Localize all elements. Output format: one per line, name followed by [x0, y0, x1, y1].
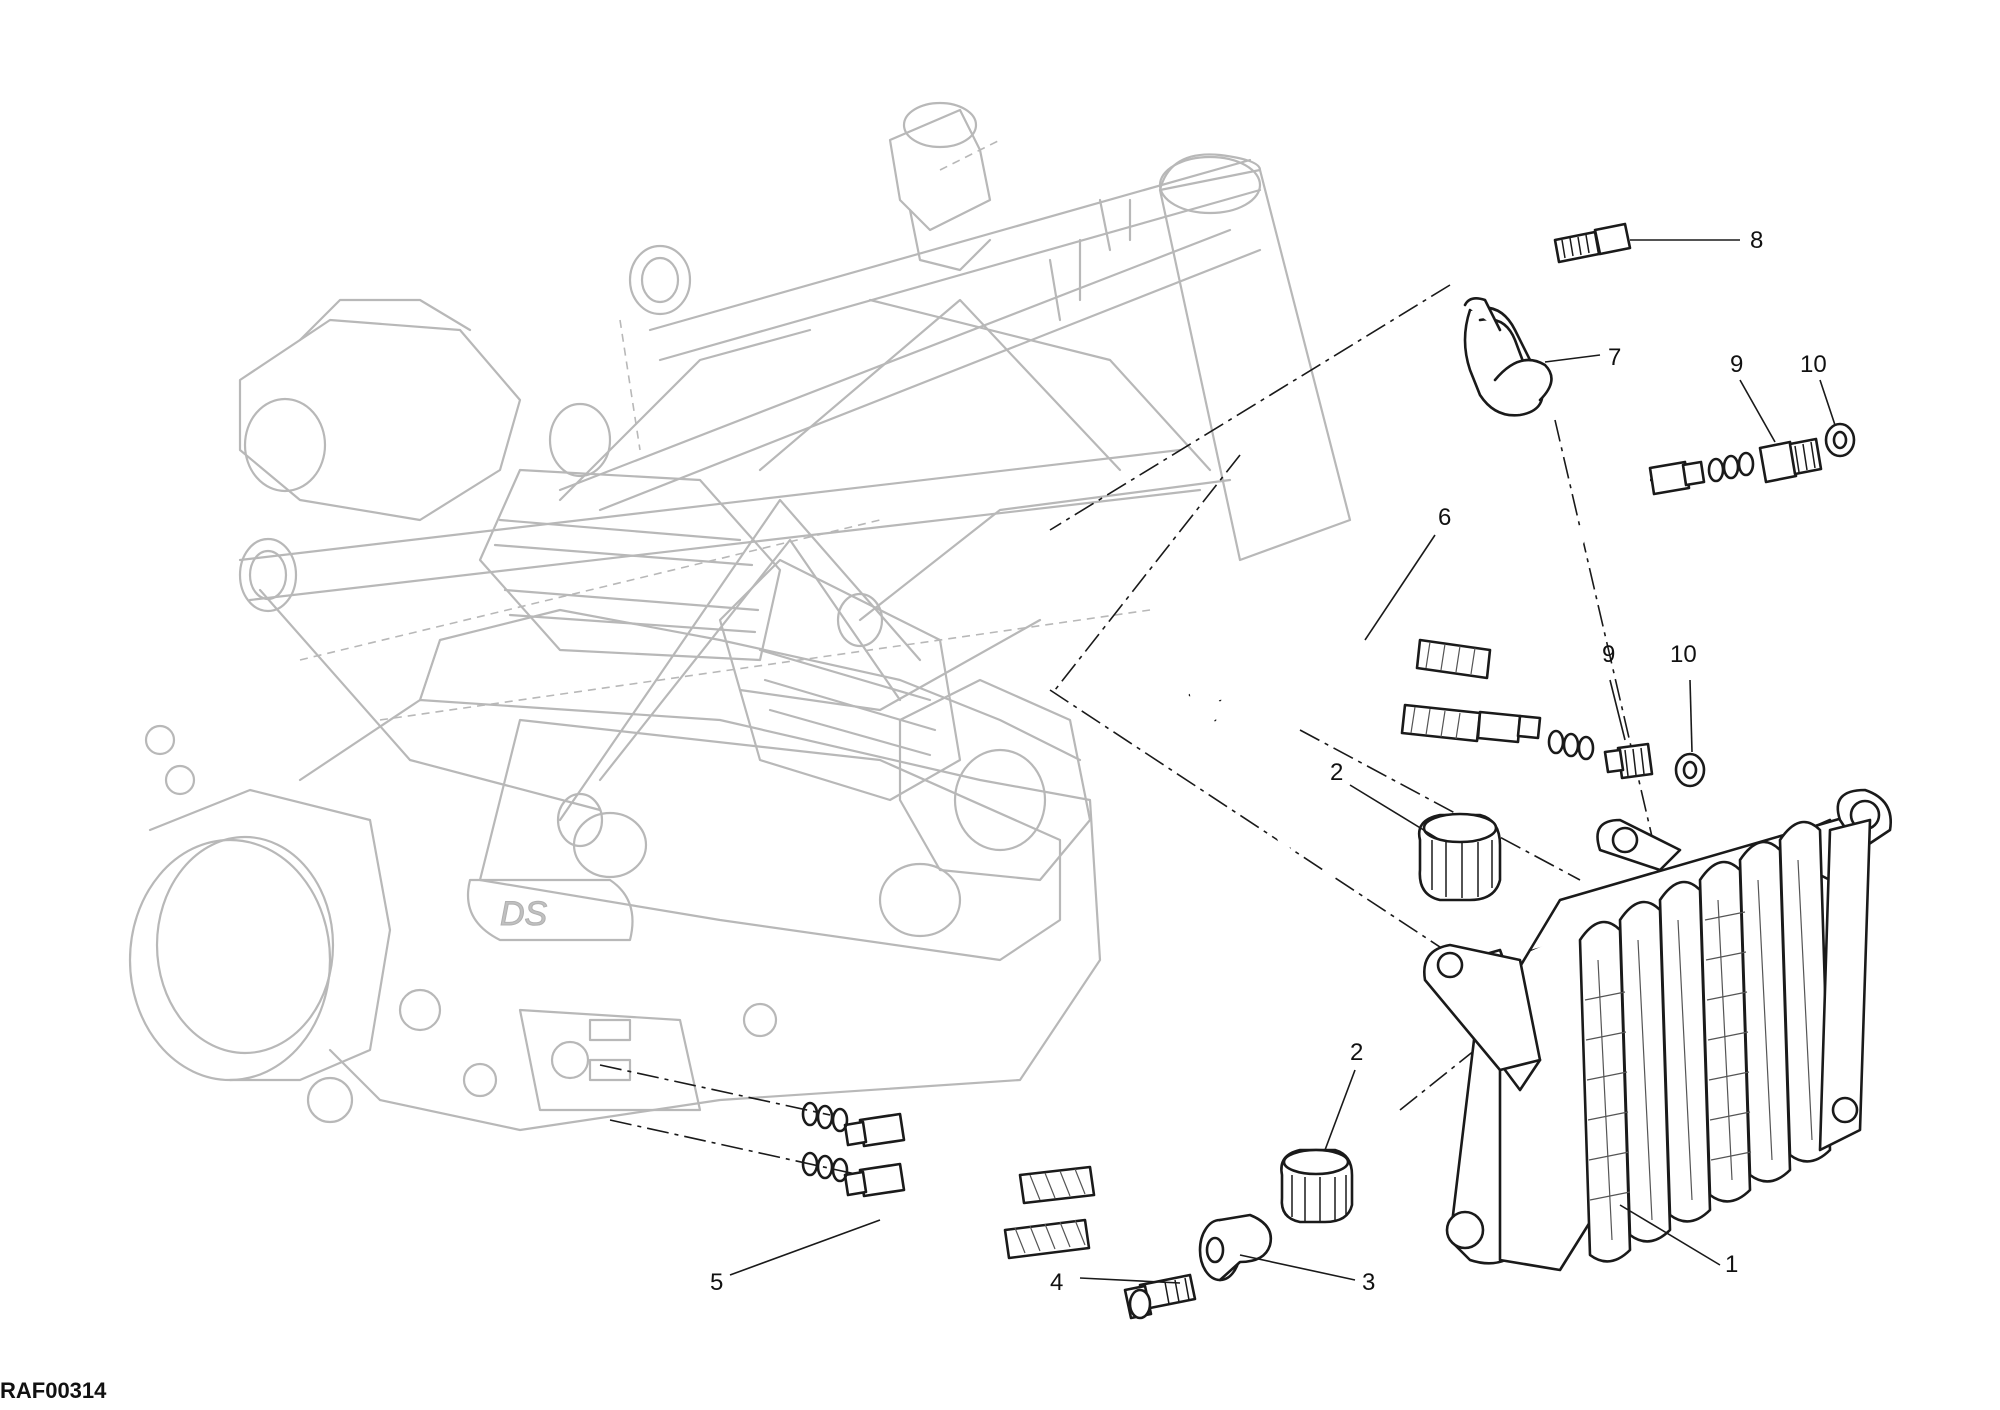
union-fitting-upper[interactable]: [1758, 437, 1823, 484]
drawing-code: RAF00314: [0, 1378, 107, 1403]
union-fitting-lower[interactable]: [1603, 742, 1654, 780]
callout-7: 7: [1608, 344, 1621, 371]
rubber-grommet-upper[interactable]: [1417, 812, 1502, 902]
engine-badge-text: DS: [500, 895, 548, 933]
callout-1: 1: [1725, 1251, 1738, 1278]
oil-cooler[interactable]: [1422, 788, 1893, 1272]
callout-10-upper: 10: [1800, 351, 1827, 378]
seal-rings-middle[interactable]: [1547, 729, 1595, 761]
callout-9-upper: 9: [1730, 351, 1743, 378]
spacer-bushing[interactable]: [1198, 1213, 1273, 1282]
callout-5: 5: [710, 1269, 723, 1296]
oil-line-lower[interactable]: [801, 689, 1337, 1260]
rubber-grommet-lower[interactable]: [1280, 1148, 1354, 1224]
sealing-washer-upper[interactable]: [1824, 422, 1856, 458]
clamp-screw[interactable]: [1553, 222, 1632, 264]
callout-2-upper: 2: [1330, 759, 1343, 786]
callout-8: 8: [1750, 227, 1763, 254]
hose-clamp[interactable]: [1463, 297, 1553, 417]
callout-numbers: 1 2 2 3 4 5 6 7 8 9 9 10 10: [710, 227, 1827, 1296]
sealing-washer-lower[interactable]: [1674, 752, 1706, 788]
callout-10-lower: 10: [1670, 641, 1697, 668]
callout-9-lower: 9: [1602, 641, 1615, 668]
oil-line-upper[interactable]: [1198, 460, 1706, 744]
engine-frame-background: DS: [128, 101, 1352, 1132]
callout-4: 4: [1050, 1269, 1063, 1296]
callout-3: 3: [1362, 1269, 1375, 1296]
seal-rings-upper[interactable]: [1707, 451, 1755, 483]
mounting-bolt[interactable]: [1123, 1273, 1197, 1320]
callout-6: 6: [1438, 504, 1451, 531]
callout-2-lower: 2: [1350, 1039, 1363, 1066]
callout-leaders: [729, 239, 1836, 1284]
